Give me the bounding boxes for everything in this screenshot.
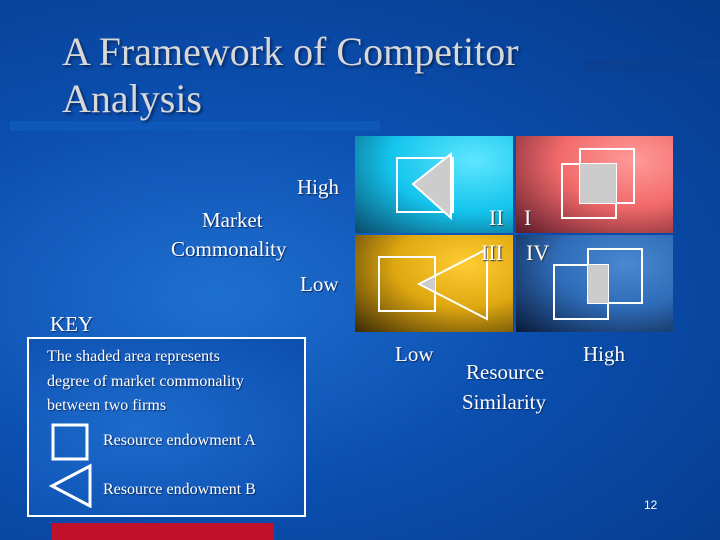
slide-title: A Framework of Competitor Analysis bbox=[62, 29, 519, 121]
y-axis-label-line2: Commonality bbox=[171, 237, 287, 261]
x-axis-label-line2: Similarity bbox=[462, 390, 546, 414]
triangle-b-icon bbox=[411, 151, 452, 221]
x-axis-high: High bbox=[583, 342, 625, 366]
x-axis-label-line1: Resource bbox=[466, 360, 545, 384]
title-underline-bar bbox=[10, 121, 380, 131]
key-triangle-label: Resource endowment B bbox=[103, 481, 256, 498]
y-axis-label-line1: Market bbox=[202, 208, 263, 232]
key-triangle-icon bbox=[48, 463, 92, 508]
quadrant-iv-shapes bbox=[553, 248, 643, 320]
triangle-b-icon bbox=[416, 247, 488, 321]
quadrant-label-i: I bbox=[524, 205, 532, 230]
quadrant-iii bbox=[355, 235, 513, 332]
key-box bbox=[27, 337, 306, 517]
quadrant-i bbox=[516, 136, 673, 233]
quadrant-label-ii: II bbox=[489, 205, 504, 230]
overlap-shading bbox=[421, 277, 435, 291]
key-square-icon bbox=[51, 423, 89, 461]
square-a-icon bbox=[396, 157, 454, 213]
key-legend-shapes bbox=[48, 423, 92, 508]
key-description-line1: The shaded area represents bbox=[47, 348, 220, 365]
key-description-line2: degree of market commonality bbox=[47, 373, 244, 390]
y-axis-low: Low bbox=[300, 272, 339, 296]
quadrant-ii-shapes bbox=[396, 151, 454, 221]
quadrant-ii bbox=[355, 136, 513, 233]
y-axis-high: High bbox=[297, 175, 339, 199]
quadrant-iv bbox=[516, 235, 673, 332]
key-description-line3: between two firms bbox=[47, 397, 167, 414]
overlap-shading bbox=[580, 164, 616, 203]
key-square-label: Resource endowment A bbox=[103, 432, 256, 449]
overlap-shading bbox=[588, 265, 608, 303]
x-axis-low: Low bbox=[395, 342, 434, 366]
quadrant-label-iv: IV bbox=[526, 240, 550, 265]
bottom-red-bar bbox=[52, 523, 274, 540]
top-right-bar bbox=[585, 60, 720, 71]
quadrant-label-iii: III bbox=[481, 240, 503, 265]
quadrant-grid bbox=[355, 136, 673, 332]
quadrant-iii-shapes bbox=[378, 247, 488, 321]
page-number: 12 bbox=[644, 498, 658, 512]
quadrant-i-shapes bbox=[561, 148, 635, 219]
key-heading: KEY bbox=[50, 312, 94, 336]
